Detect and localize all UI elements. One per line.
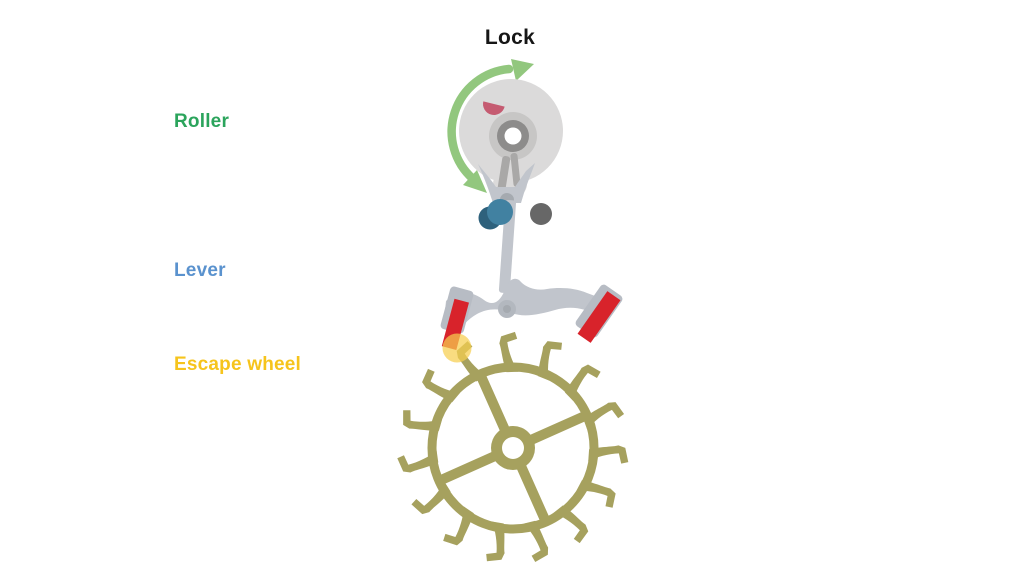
roller (459, 79, 563, 199)
lever-boss-center (503, 305, 511, 313)
label-roller: Roller (174, 111, 230, 132)
rotation-arrow-head-bottom (463, 170, 487, 193)
page-title: Lock (484, 26, 536, 49)
rotation-arrow-arc (447, 64, 514, 184)
label-lever: Lever (174, 260, 226, 281)
pivot-dot (530, 203, 552, 225)
lever-stem (498, 199, 516, 294)
label-escape-wheel: Escape wheel (174, 354, 302, 375)
escape-wheel (397, 331, 629, 563)
escape-wheel-arbor-hole (502, 437, 524, 459)
lock-highlight-icon (442, 333, 472, 363)
roller-legs (497, 152, 521, 190)
guard-pin (487, 199, 513, 225)
escape-wheel-teeth (397, 331, 629, 563)
impulse-jewel (483, 101, 505, 115)
rotation-arrow-head-top (511, 59, 534, 81)
lever-fork (478, 163, 535, 203)
lever-anchor-body (444, 278, 606, 335)
rotation-arrow-icon (447, 59, 534, 193)
roller-center-hole (504, 127, 522, 145)
exit-pallet-jewel (577, 291, 621, 343)
